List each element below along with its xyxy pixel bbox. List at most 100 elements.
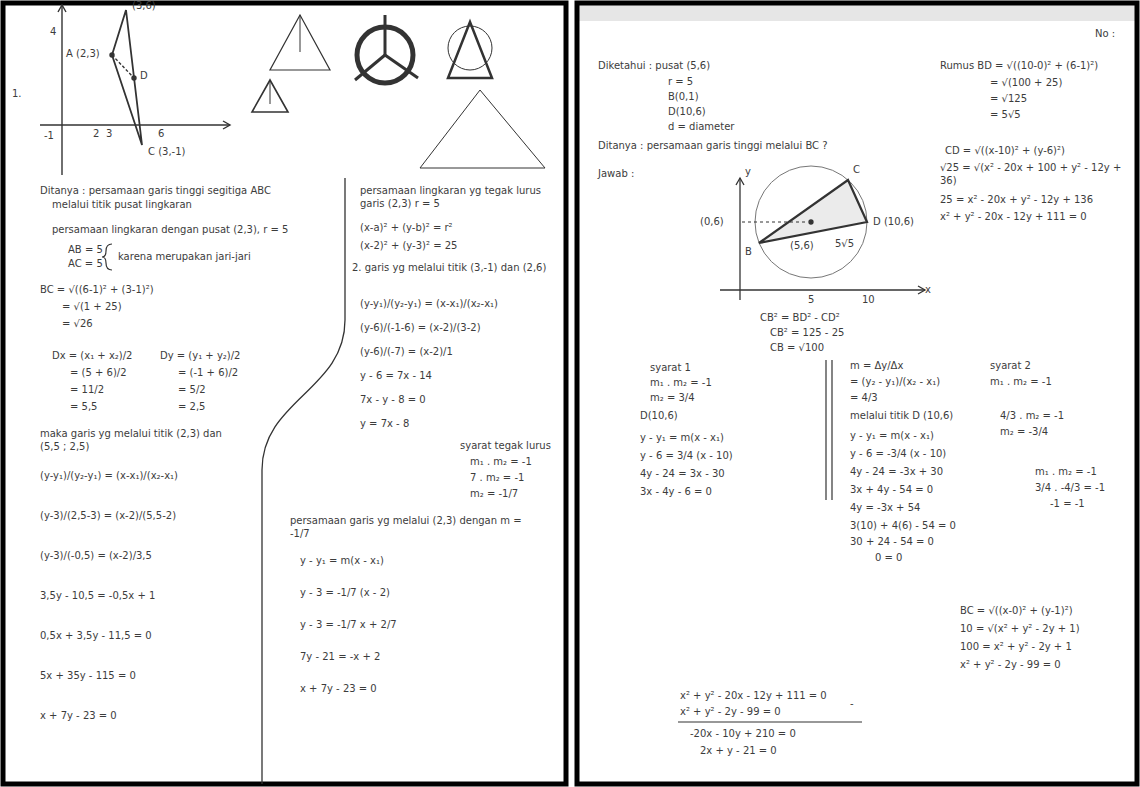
handwritten-text: syarat tegak lurus bbox=[460, 440, 551, 453]
handwritten-text: m₂ = -3/4 bbox=[1000, 426, 1048, 439]
handwritten-text: 30 + 24 - 54 = 0 bbox=[850, 536, 934, 549]
handwritten-text: = √125 bbox=[990, 93, 1027, 106]
handwritten-text: y bbox=[745, 166, 751, 179]
handwritten-text: maka garis yg melalui titik (2,3) dan (5… bbox=[40, 428, 240, 453]
handwritten-text: 1. bbox=[12, 88, 22, 101]
handwritten-text: (0,6) bbox=[700, 216, 724, 229]
handwritten-text: CB² = 125 - 25 bbox=[770, 327, 844, 340]
handwritten-text: = √(100 + 25) bbox=[990, 77, 1062, 90]
handwritten-text: D(10,6) bbox=[640, 410, 678, 423]
handwritten-text: x² + y² - 2y - 99 = 0 bbox=[960, 659, 1061, 672]
handwritten-text: (y-6)/(-7) = (x-2)/1 bbox=[360, 346, 453, 359]
right-page-frame bbox=[577, 3, 1137, 784]
handwritten-text: AC = 5 bbox=[68, 258, 103, 271]
handwritten-text: (y-6)/(-1-6) = (x-2)/(3-2) bbox=[360, 322, 481, 335]
handwritten-text: m₂ = -1/7 bbox=[470, 488, 518, 501]
handwritten-text: 0 = 0 bbox=[875, 552, 902, 565]
handwritten-text: 3x - 4y - 6 = 0 bbox=[640, 486, 712, 499]
handwritten-text: (5,6) bbox=[790, 240, 814, 253]
brace bbox=[102, 244, 112, 270]
handwritten-text: 5√5 bbox=[835, 238, 854, 251]
handwritten-text: syarat 2 bbox=[990, 360, 1031, 373]
handwritten-text: D(10,6) bbox=[668, 106, 706, 119]
handwritten-text: = (y₂ - y₁)/(x₂ - x₁) bbox=[850, 376, 940, 389]
handwritten-text: = √(1 + 25) bbox=[62, 301, 122, 314]
handwritten-text: x² + y² - 20x - 12y + 111 = 0 bbox=[940, 211, 1087, 224]
handwritten-text: √25 = √(x² - 20x + 100 + y² - 12y + 36) bbox=[940, 162, 1125, 187]
handwritten-text: x² + y² - 2y - 99 = 0 bbox=[680, 706, 781, 719]
handwritten-text: melalui titik pusat lingkaran bbox=[52, 199, 192, 212]
handwritten-text: d = diameter bbox=[668, 121, 734, 134]
handwritten-text: 10 bbox=[862, 294, 875, 307]
handwritten-text: x + 7y - 23 = 0 bbox=[40, 710, 117, 723]
handwritten-text: 2. garis yg melalui titik (3,-1) dan (2,… bbox=[352, 262, 552, 275]
handwritten-text: y - 3 = -1/7 (x - 2) bbox=[300, 587, 390, 600]
handwritten-text: No : bbox=[1095, 28, 1115, 41]
handwritten-text: = 5/2 bbox=[178, 384, 206, 397]
handwritten-text: (y-y₁)/(y₂-y₁) = (x-x₁)/(x₂-x₁) bbox=[40, 470, 178, 483]
handwritten-text: AB = 5 bbox=[68, 244, 103, 257]
handwritten-text: 5 bbox=[808, 294, 814, 307]
handwritten-text: C bbox=[853, 164, 860, 177]
handwritten-text: 4y = -3x + 54 bbox=[850, 502, 920, 515]
handwritten-text: Ditanya : persamaan garis tinggi melalui… bbox=[598, 140, 828, 153]
handwritten-text: = √26 bbox=[62, 318, 93, 331]
handwritten-text: 4/3 . m₂ = -1 bbox=[1000, 410, 1064, 423]
handwritten-text: 100 = x² + y² - 2y + 1 bbox=[960, 641, 1072, 654]
page-shadow bbox=[578, 3, 1137, 21]
handwritten-text: 0,5x + 3,5y - 11,5 = 0 bbox=[40, 630, 152, 643]
handwritten-text: Dx = (x₁ + x₂)/2 bbox=[52, 350, 132, 363]
handwritten-text: 10 = √(x² + y² - 2y + 1) bbox=[960, 623, 1080, 636]
handwritten-text: B(0,1) bbox=[668, 91, 699, 104]
handwritten-text: syarat 1 bbox=[650, 362, 691, 375]
handwritten-text: (3,6) bbox=[132, 0, 156, 13]
separator-lines bbox=[678, 360, 862, 722]
handwritten-text: y - y₁ = m(x - x₁) bbox=[300, 555, 384, 568]
handwritten-text: 3(10) + 4(6) - 54 = 0 bbox=[850, 520, 956, 533]
handwritten-text: BC = √((6-1)² + (3-1)²) bbox=[40, 284, 154, 297]
handwritten-text: y - 6 = 7x - 14 bbox=[360, 370, 432, 383]
handwritten-text: m₂ = 3/4 bbox=[650, 392, 695, 405]
right-graph bbox=[720, 166, 925, 300]
handwritten-text: m = Δy/Δx bbox=[850, 360, 903, 373]
handwritten-text: CD = √((x-10)² + (y-6)²) bbox=[945, 145, 1065, 158]
handwritten-text: 4y - 24 = -3x + 30 bbox=[850, 466, 943, 479]
handwritten-text: x² + y² - 20x - 12y + 111 = 0 bbox=[680, 690, 827, 703]
handwritten-text: persamaan lingkaran dengan pusat (2,3), … bbox=[52, 224, 288, 237]
handwritten-text: 7x - y - 8 = 0 bbox=[360, 394, 426, 407]
handwritten-text: y - 6 = 3/4 (x - 10) bbox=[640, 450, 733, 463]
handwritten-text: (y-3)/(-0,5) = (x-2)/3,5 bbox=[40, 550, 152, 563]
handwritten-text: y - y₁ = m(x - x₁) bbox=[640, 432, 724, 445]
handwritten-text: y - y₁ = m(x - x₁) bbox=[850, 430, 934, 443]
handwritten-text: -20x - 10y + 210 = 0 bbox=[690, 728, 796, 741]
handwritten-text: 6 bbox=[158, 128, 164, 141]
handwritten-text: (y-y₁)/(y₂-y₁) = (x-x₁)/(x₂-x₁) bbox=[360, 298, 498, 311]
doodles bbox=[252, 15, 545, 168]
handwritten-text: D (10,6) bbox=[873, 216, 914, 229]
handwritten-text: m₁ . m₂ = -1 bbox=[990, 376, 1052, 389]
handwritten-text: D bbox=[140, 70, 148, 83]
handwritten-text: 7y - 21 = -x + 2 bbox=[300, 651, 380, 664]
handwritten-text: Diketahui : pusat (5,6) bbox=[598, 60, 710, 73]
handwritten-text: y - 3 = -1/7 x + 2/7 bbox=[300, 619, 397, 632]
handwritten-text: karena merupakan jari-jari bbox=[118, 251, 251, 264]
handwritten-text: A (2,3) bbox=[66, 48, 100, 61]
handwritten-text: -1 bbox=[44, 130, 54, 143]
handwritten-text: = 11/2 bbox=[70, 384, 104, 397]
handwritten-text: = 4/3 bbox=[850, 392, 878, 405]
handwritten-text: (x-2)² + (y-3)² = 25 bbox=[360, 240, 457, 253]
handwritten-text: 2 bbox=[93, 128, 99, 141]
left-graph bbox=[40, 5, 230, 175]
handwritten-text: 4y - 24 = 3x - 30 bbox=[640, 468, 725, 481]
handwritten-text: (y-3)/(2,5-3) = (x-2)/(5,5-2) bbox=[40, 510, 176, 523]
handwritten-text: melalui titik D (10,6) bbox=[850, 410, 953, 423]
handwritten-text: CB = √100 bbox=[770, 342, 824, 355]
handwritten-text: = (5 + 6)/2 bbox=[70, 367, 127, 380]
handwritten-text: = 2,5 bbox=[178, 401, 205, 414]
handwritten-text: 4 bbox=[50, 26, 56, 39]
handwritten-text: C (3,-1) bbox=[148, 146, 185, 159]
handwritten-text: 25 = x² - 20x + y² - 12y + 136 bbox=[940, 194, 1093, 207]
handwritten-text: 3,5y - 10,5 = -0,5x + 1 bbox=[40, 590, 155, 603]
handwritten-text: B bbox=[745, 246, 752, 259]
